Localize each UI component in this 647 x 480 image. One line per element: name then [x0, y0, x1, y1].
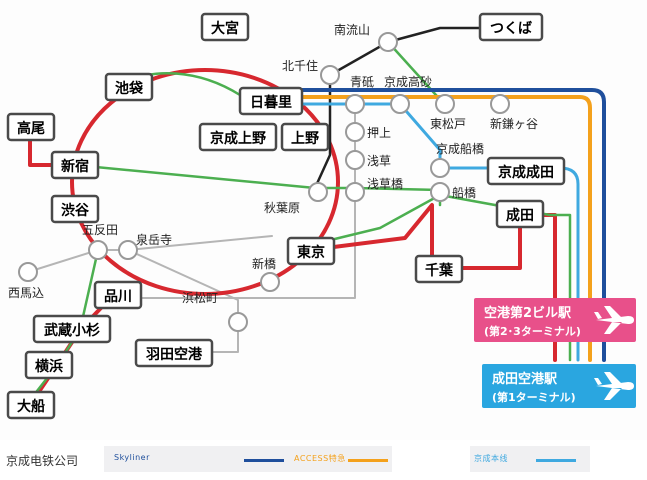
station-marker-nishimagome — [18, 262, 38, 282]
label-keiseifunabashi: 京成船橋 — [436, 142, 484, 156]
legend-item-access: ACCESS特急 — [292, 446, 392, 472]
station-box-shibuya — [50, 194, 100, 224]
yamanote-line — [70, 68, 340, 296]
station-marker-kitasenju — [320, 65, 340, 85]
legend: 京成电铁公司 Skyliner ACCESS特急 京成本线 — [0, 440, 647, 480]
station-box-ofuna — [6, 390, 56, 420]
station-musashikosugi: 武蔵小杉 — [44, 322, 100, 339]
station-marker-keiseitakasago — [390, 94, 410, 114]
station-box-tsukuba — [478, 12, 544, 42]
station-box-hanedakuko — [134, 338, 214, 368]
grey-line-nishimagome — [27, 235, 273, 273]
station-shinjuku: 新宿 — [61, 158, 89, 175]
label-kitasenju: 北千住 — [282, 59, 318, 73]
station-box-ueno — [280, 122, 330, 152]
station-hanedakuko: 羽田空港 — [146, 346, 203, 363]
station-marker-minaminagareyama — [378, 32, 398, 52]
label-hamamatsucho: 浜松町 — [182, 291, 218, 305]
terminal2-box — [474, 298, 636, 342]
station-yokohama: 横浜 — [35, 358, 63, 375]
legend-skyliner-label: Skyliner — [114, 453, 150, 462]
legend-access-label: ACCESS特急 — [294, 454, 346, 463]
green-line-takasago — [386, 40, 447, 107]
airplane-icon — [594, 372, 634, 400]
station-ueno: 上野 — [291, 131, 319, 147]
sobu-line-red — [308, 203, 434, 270]
station-narita: 成田 — [506, 207, 534, 224]
green-line-south — [28, 248, 100, 402]
green-line-sobu — [308, 193, 572, 362]
station-marker-keiseifunabashi — [430, 158, 450, 178]
station-marker-shinkamagaya — [490, 94, 510, 114]
station-box-takao — [6, 112, 56, 142]
station-marker-sengakuji — [118, 240, 138, 260]
station-keiseinarita: 京成成田 — [498, 164, 554, 181]
terminal1-box — [482, 364, 636, 408]
station-marker-asakusabashi — [345, 182, 365, 202]
station-shinagawa: 品川 — [104, 289, 132, 305]
legend-company: 京成电铁公司 — [6, 454, 79, 468]
skyliner-line — [270, 88, 606, 362]
station-marker-hamamatsucho — [228, 312, 248, 332]
station-marker-shimbashi — [260, 272, 280, 292]
station-takao: 高尾 — [17, 120, 45, 137]
station-box-shinagawa — [93, 280, 143, 310]
airplane-icon — [594, 306, 634, 334]
station-tokyo: 東京 — [297, 244, 325, 261]
label-asakusabashi: 浅草橋 — [367, 177, 403, 191]
station-box-yokohama — [24, 350, 74, 380]
label-gotanda: 五反田 — [82, 223, 118, 237]
station-marker-oshiage — [345, 122, 365, 142]
label-minaminagareyama: 南流山 — [334, 22, 370, 37]
label-akihabara: 秋葉原 — [264, 201, 300, 215]
station-box-omiya — [200, 12, 250, 42]
station-marker-funabashi — [430, 182, 450, 202]
station-ikebukuro: 池袋 — [115, 80, 144, 97]
label-oshiage: 押上 — [367, 126, 391, 140]
legend-skyliner-swatch — [244, 459, 284, 462]
station-marker-akihabara — [308, 182, 328, 202]
station-box-keiseinarita — [486, 156, 566, 186]
terminal2-sub: (第2･3ターミナル) — [484, 324, 581, 338]
station-keiseiueno: 京成上野 — [210, 130, 266, 147]
legend-item-main: 京成本线 — [470, 446, 590, 472]
station-box-shinjuku — [50, 150, 100, 180]
station-ofuna: 大船 — [17, 398, 45, 415]
station-box-tokyo — [286, 236, 336, 266]
station-box-narita — [495, 199, 545, 229]
label-nishimagome: 西馬込 — [8, 286, 44, 300]
label-keiseitakasago: 京成高砂 — [384, 74, 432, 89]
legend-access-swatch — [348, 459, 388, 462]
label-shinkamagaya: 新鎌ヶ谷 — [490, 116, 538, 131]
station-chiba: 千葉 — [425, 262, 454, 279]
legend-main-label: 京成本线 — [474, 454, 508, 463]
station-nippori: 日暮里 — [250, 94, 292, 111]
station-box-keiseiueno — [198, 122, 278, 152]
station-marker-asakusa — [345, 150, 365, 170]
terminal1-name: 成田空港駅 — [492, 371, 558, 387]
label-aoto: 青砥 — [350, 75, 374, 89]
label-shimbashi: 新橋 — [252, 256, 276, 271]
station-marker-aoto — [345, 94, 365, 114]
station-tsukuba: つくば — [490, 21, 532, 37]
label-higashimatsudo: 東松戸 — [430, 117, 466, 131]
station-marker-gotanda — [88, 240, 108, 260]
terminal1-sub: (第1ターミナル) — [492, 390, 576, 404]
legend-main-swatch — [536, 459, 576, 462]
label-sengakuji: 泉岳寺 — [136, 233, 172, 247]
station-box-chiba — [414, 254, 464, 284]
legend-item-skyliner: Skyliner — [104, 446, 294, 472]
access-line — [270, 95, 592, 362]
station-box-musashikosugi — [32, 314, 112, 344]
terminal2-name: 空港第2ビル駅 — [484, 305, 572, 321]
station-marker-higashimatsudo — [435, 94, 455, 114]
station-omiya: 大宮 — [211, 20, 239, 37]
station-box-ikebukuro — [104, 72, 154, 102]
station-box-nippori — [238, 86, 304, 116]
label-asakusa: 浅草 — [367, 154, 391, 168]
label-funabashi: 船橋 — [452, 186, 476, 200]
station-shibuya: 渋谷 — [61, 202, 90, 219]
tsukuba-express — [313, 26, 507, 190]
